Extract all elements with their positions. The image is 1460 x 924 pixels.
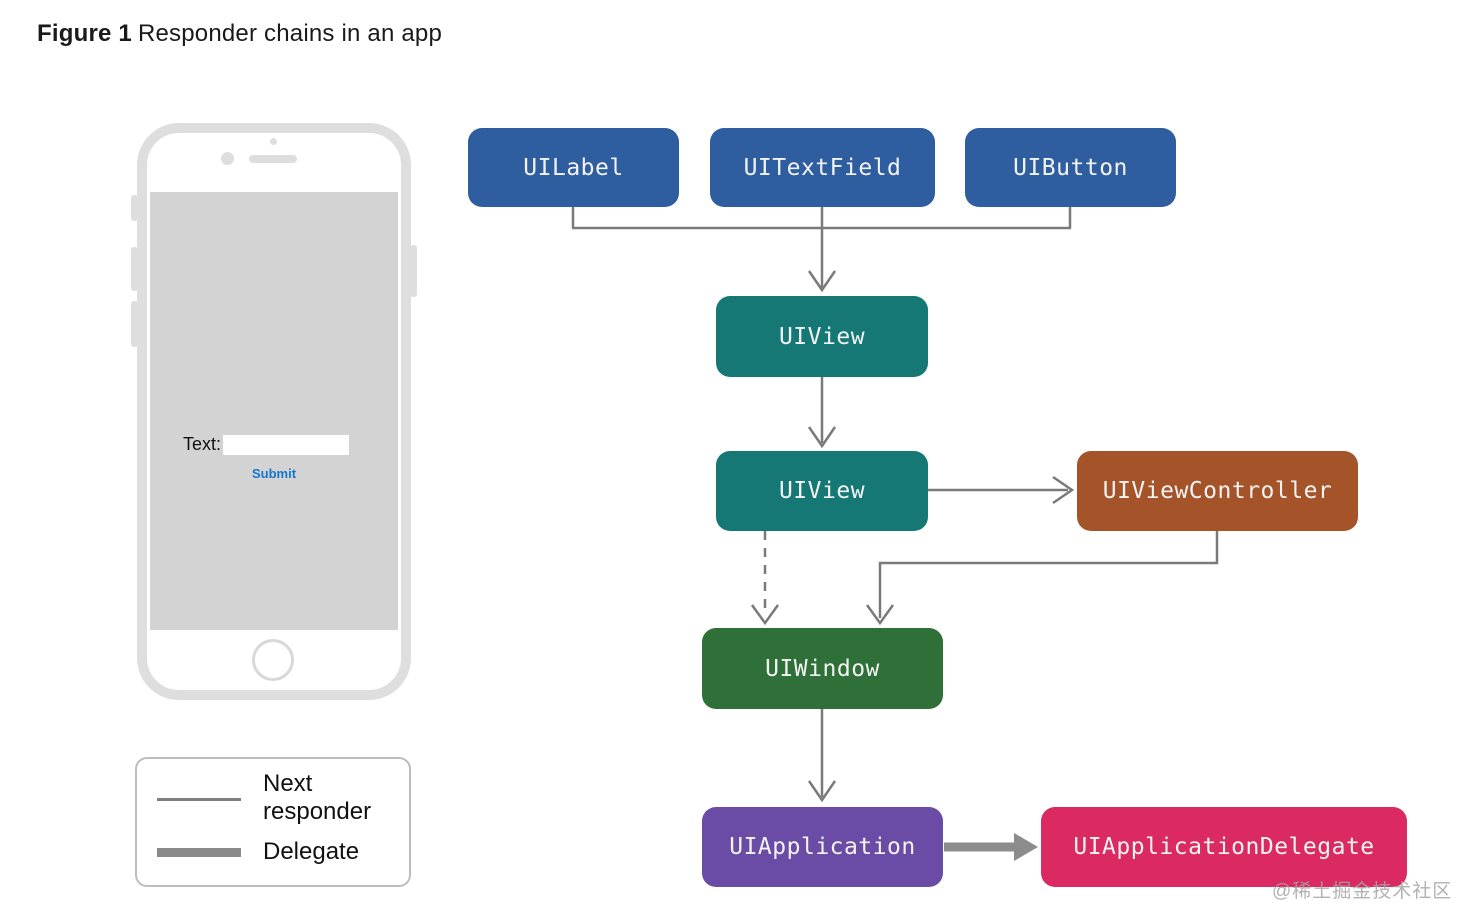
node-uiapplicationdelegate-label: UIApplicationDelegate bbox=[1073, 834, 1375, 860]
text-field-row: Text: bbox=[183, 434, 350, 455]
node-uitextfield: UITextField bbox=[710, 128, 935, 207]
node-uiview-2: UIView bbox=[716, 451, 928, 531]
node-uiwindow: UIWindow bbox=[702, 628, 943, 709]
arrowhead-to-uiview2 bbox=[807, 426, 837, 449]
submit-button: Submit bbox=[251, 466, 297, 481]
phone-power-button bbox=[410, 245, 417, 297]
figure-label: Figure 1 bbox=[37, 20, 132, 47]
text-input bbox=[223, 434, 350, 455]
solid-arrowhead-to-delegate bbox=[1014, 833, 1038, 861]
node-uibutton: UIButton bbox=[965, 128, 1176, 207]
text-field-label: Text: bbox=[183, 434, 222, 454]
phone-volume-down-button bbox=[131, 301, 138, 347]
uiviewcontroller-to-uiwindow-line bbox=[878, 531, 1219, 618]
phone-home-button bbox=[252, 639, 294, 681]
phone-volume-up-button bbox=[131, 247, 138, 291]
phone-camera-icon bbox=[221, 152, 234, 165]
watermark: @稀土掘金技术社区 bbox=[1272, 881, 1453, 902]
phone-speaker bbox=[249, 155, 297, 163]
figure-caption: Responder chains in an app bbox=[137, 20, 443, 47]
phone-mockup: Text: Submit bbox=[131, 123, 417, 700]
phone-mute-switch bbox=[131, 195, 138, 221]
node-uilabel-label: UILabel bbox=[523, 154, 624, 181]
node-uiview-2-label: UIView bbox=[778, 478, 866, 504]
dashed-arrowhead-to-uiwindow bbox=[750, 604, 780, 626]
node-uiviewcontroller-label: UIViewController bbox=[1102, 478, 1333, 504]
node-uiwindow-label: UIWindow bbox=[765, 655, 880, 682]
next-responder-line-sample bbox=[157, 798, 241, 801]
node-uiapplicationdelegate: UIApplicationDelegate bbox=[1041, 807, 1407, 887]
arrowhead-to-uiview1 bbox=[807, 270, 837, 293]
arrowhead-elbow-to-uiwindow bbox=[865, 604, 895, 626]
top-merge-connector bbox=[571, 206, 1072, 288]
arrowhead-to-uiviewcontroller bbox=[1052, 475, 1075, 505]
phone-sensor-dot bbox=[270, 138, 277, 145]
phone-screen: Text: Submit bbox=[150, 192, 398, 630]
node-uiview-1-label: UIView bbox=[778, 323, 866, 350]
node-uilabel: UILabel bbox=[468, 128, 679, 207]
node-uiview-1: UIView bbox=[716, 296, 928, 377]
node-uiapplication-label: UIApplication bbox=[729, 834, 916, 860]
phone-screen-form: Text: Submit bbox=[150, 192, 398, 630]
node-uiapplication: UIApplication bbox=[702, 807, 943, 887]
legend-next-responder-label: Next responder bbox=[263, 770, 372, 825]
delegate-line-sample bbox=[157, 848, 241, 857]
node-uibutton-label: UIButton bbox=[1013, 154, 1128, 181]
legend-box: Next responder Delegate bbox=[135, 757, 411, 887]
node-uiviewcontroller: UIViewController bbox=[1077, 451, 1358, 531]
legend-delegate-label: Delegate bbox=[263, 838, 360, 865]
arrowhead-to-uiapplication bbox=[807, 780, 837, 803]
node-uitextfield-label: UITextField bbox=[743, 154, 902, 181]
